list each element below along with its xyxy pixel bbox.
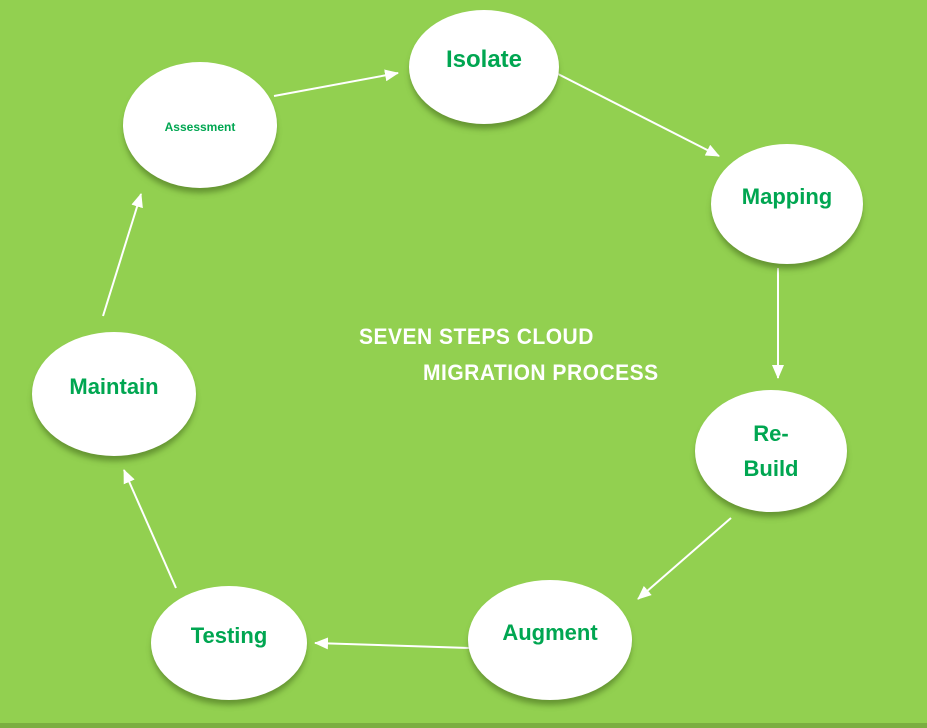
node-mapping-label: Mapping [741,184,833,209]
node-augment-label: Augment [502,620,598,645]
node-rebuild: Re- Build [695,390,847,512]
node-testing-label: Testing [190,623,268,648]
bottom-edge-bar [0,723,927,728]
node-maintain-label: Maintain [69,374,159,399]
node-augment: Augment [468,580,632,700]
node-rebuild-label-line2: Build [743,455,799,481]
node-rebuild-label-line1: Re- [753,420,789,446]
node-testing: Testing [151,586,307,700]
node-isolate-label: Isolate [445,46,523,73]
arrow-assessment-to-isolate [273,69,399,97]
node-isolate: Isolate [409,10,559,124]
arrow-testing-to-maintain [123,469,177,589]
arrow-rebuild-to-augment [637,517,732,600]
node-assessment-label: Assessment [164,120,236,134]
node-mapping: Mapping [711,144,863,264]
arrow-maintain-to-assessment [102,193,143,317]
diagram-title-line2: MIGRATION PROCESS [423,361,659,386]
diagram-title-line1: SEVEN STEPS CLOUD [359,325,594,350]
diagram-title: SEVEN STEPS CLOUD MIGRATION PROCESS [359,325,659,386]
node-assessment: Assessment [123,62,277,188]
arrow-augment-to-testing [314,637,470,650]
node-maintain: Maintain [32,332,196,456]
arrow-isolate-to-mapping [555,72,720,157]
